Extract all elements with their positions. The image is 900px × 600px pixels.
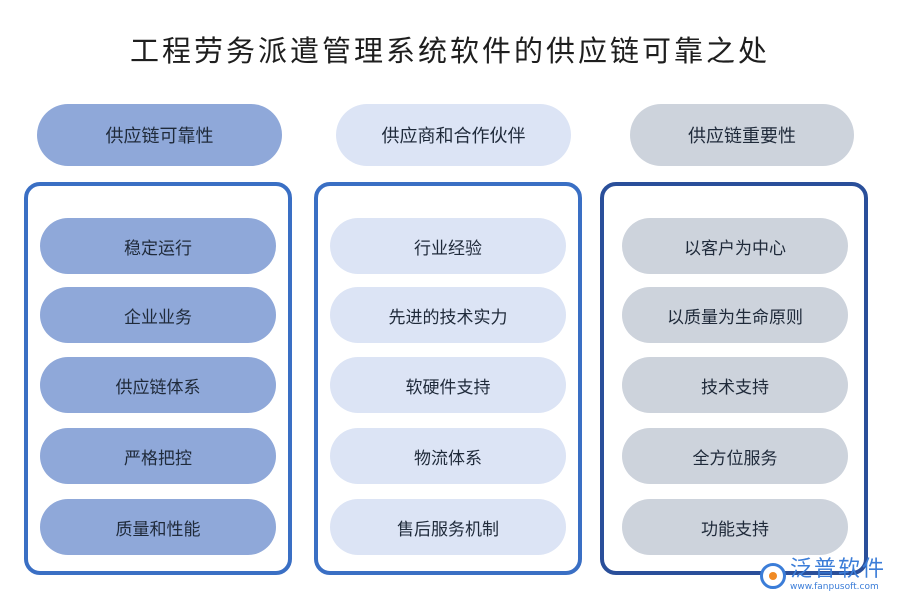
column-1-item-2: 企业业务 xyxy=(40,287,276,343)
column-3-header: 供应链重要性 xyxy=(630,104,854,166)
column-3-item-4: 全方位服务 xyxy=(622,428,848,484)
column-2-item-3: 软硬件支持 xyxy=(330,357,566,413)
column-2-item-5: 售后服务机制 xyxy=(330,499,566,555)
column-3-item-2: 以质量为生命原则 xyxy=(622,287,848,343)
brand-logo-icon xyxy=(759,562,786,589)
column-3-item-3: 技术支持 xyxy=(622,357,848,413)
column-3-item-1: 以客户为中心 xyxy=(622,218,848,274)
column-2-header: 供应商和合作伙伴 xyxy=(336,104,571,166)
column-2-item-1: 行业经验 xyxy=(330,218,566,274)
column-1-header: 供应链可靠性 xyxy=(37,104,282,166)
column-1-item-5: 质量和性能 xyxy=(40,499,276,555)
column-1-item-4: 严格把控 xyxy=(40,428,276,484)
brand-logo: 泛普软件 www.fanpusoft.com xyxy=(759,557,886,592)
brand-logo-name: 泛普软件 xyxy=(789,557,886,582)
brand-logo-url: www.fanpusoft.com xyxy=(789,582,879,592)
diagram-title: 工程劳务派遣管理系统软件的供应链可靠之处 xyxy=(129,34,770,68)
column-2-item-2: 先进的技术实力 xyxy=(330,287,566,343)
column-2-box: 行业经验 先进的技术实力 软硬件支持 物流体系 售后服务机制 xyxy=(314,182,582,575)
column-1-item-1: 稳定运行 xyxy=(40,218,276,274)
column-3-box: 以客户为中心 以质量为生命原则 技术支持 全方位服务 功能支持 xyxy=(600,182,868,575)
column-3-item-5: 功能支持 xyxy=(622,499,848,555)
column-1-box: 稳定运行 企业业务 供应链体系 严格把控 质量和性能 xyxy=(24,182,292,575)
column-2-item-4: 物流体系 xyxy=(330,428,566,484)
column-1-item-3: 供应链体系 xyxy=(40,357,276,413)
